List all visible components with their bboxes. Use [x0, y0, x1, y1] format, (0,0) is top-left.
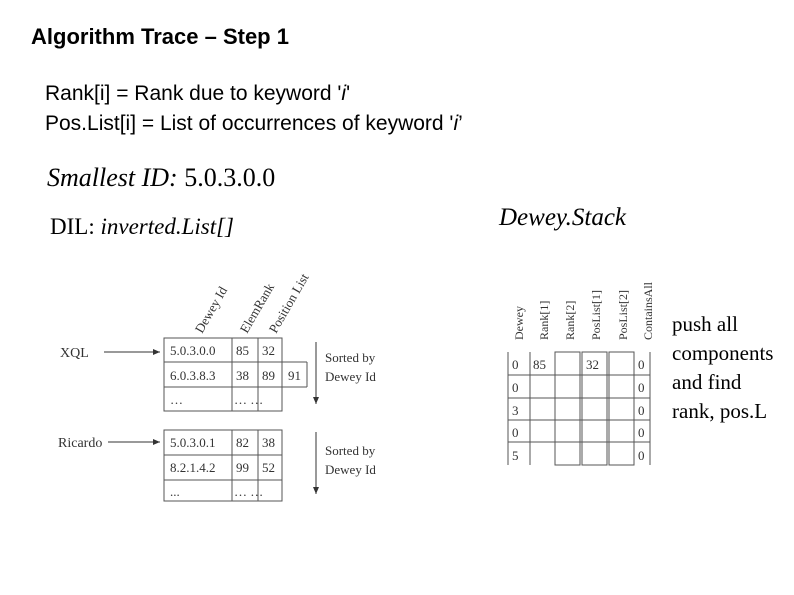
dewey-stack-title: Dewey.Stack: [499, 204, 627, 231]
xql-row2-dewey: 6.0.3.8.3: [170, 368, 216, 383]
ricardo-row1-pos: 38: [262, 435, 275, 450]
stack-header-rank1: Rank[1]: [537, 301, 551, 340]
dewey-stack-grid: [507, 351, 651, 466]
stack-header-poslist1: PosList[1]: [589, 290, 603, 340]
stack-row3-dewey: 3: [512, 403, 519, 418]
xql-note-line2: Dewey Id: [325, 369, 376, 384]
smallest-id-value: 5.0.3.0.0: [184, 163, 276, 192]
ricardo-note-line1: Sorted by: [325, 443, 376, 458]
xql-note-line1: Sorted by: [325, 350, 376, 365]
stack-row1-poslist1: 32: [586, 357, 599, 372]
stack-row5-dewey: 5: [512, 448, 519, 463]
xql-row3-dewey: …: [170, 392, 183, 407]
xql-table: [163, 337, 308, 412]
stack-row4-containsall: 0: [638, 425, 645, 440]
stack-row1-rank1: 85: [533, 357, 546, 372]
ricardo-row3-rest: … …: [234, 484, 263, 499]
keyword-xql: XQL: [60, 346, 89, 361]
rank-definition-prefix: Rank[i] = Rank due to keyword ': [45, 82, 342, 105]
ricardo-note-line2: Dewey Id: [325, 462, 376, 477]
rank-definition-var: i: [341, 82, 347, 105]
xql-row2-rank: 38: [236, 368, 249, 383]
stack-row2-dewey: 0: [512, 380, 519, 395]
smallest-id-label: Smallest ID:: [47, 163, 178, 192]
dil-label: DIL:: [50, 214, 95, 239]
stack-row4-dewey: 0: [512, 425, 519, 440]
stack-row5-containsall: 0: [638, 448, 645, 463]
stack-header-rank2: Rank[2]: [563, 301, 577, 340]
xql-row1-dewey: 5.0.3.0.0: [170, 343, 216, 358]
poslist-definition-prefix: Pos.List[i] = List of occurrences of key…: [45, 112, 454, 135]
stack-row3-containsall: 0: [638, 403, 645, 418]
stack-row1-containsall: 0: [638, 357, 645, 372]
ricardo-row2-rank: 99: [236, 460, 249, 475]
poslist-definition: Pos.List[i] = List of occurrences of key…: [45, 112, 463, 136]
ricardo-table: [163, 429, 283, 502]
xql-row2-pos: 89: [262, 368, 275, 383]
ricardo-row2-dewey: 8.2.1.4.2: [170, 460, 216, 475]
stack-header-containsall: ContainsAll: [641, 281, 655, 340]
rank-definition-suffix: ': [346, 82, 351, 105]
col-header-position-list: Position List: [266, 270, 312, 335]
keyword-ricardo: Ricardo: [58, 436, 102, 451]
dil-line: DIL: inverted.List[]: [50, 214, 234, 240]
ricardo-row1-dewey: 5.0.3.0.1: [170, 435, 216, 450]
push-note-line-2: components: [672, 341, 774, 365]
push-note-line-4: rank, pos.L: [672, 399, 768, 423]
xql-row1-rank: 85: [236, 343, 249, 358]
poslist-definition-var: i: [453, 112, 459, 135]
push-note: push all components and find rank, pos.L: [672, 310, 792, 426]
stack-header-poslist2: PosList[2]: [616, 290, 630, 340]
rank-definition: Rank[i] = Rank due to keyword 'i': [45, 82, 350, 106]
ricardo-row1-rank: 82: [236, 435, 249, 450]
ricardo-row2-pos: 52: [262, 460, 275, 475]
stack-header-dewey: Dewey: [512, 306, 526, 340]
smallest-id: Smallest ID: 5.0.3.0.0: [47, 163, 275, 193]
ricardo-row3-dewey: ...: [170, 484, 180, 499]
col-header-dewey-id: Dewey Id: [192, 283, 231, 335]
slide-title: Algorithm Trace – Step 1: [31, 24, 289, 49]
dil-value: inverted.List[]: [100, 214, 234, 239]
xql-row2-pos2: 91: [288, 368, 301, 383]
push-note-line-1: push all: [672, 312, 738, 336]
stack-row2-containsall: 0: [638, 380, 645, 395]
push-note-line-3: and find: [672, 370, 742, 394]
poslist-definition-suffix: ’: [458, 112, 463, 135]
xql-row1-pos: 32: [262, 343, 275, 358]
stack-row1-dewey: 0: [512, 357, 519, 372]
xql-row3-rest: … …: [234, 392, 263, 407]
